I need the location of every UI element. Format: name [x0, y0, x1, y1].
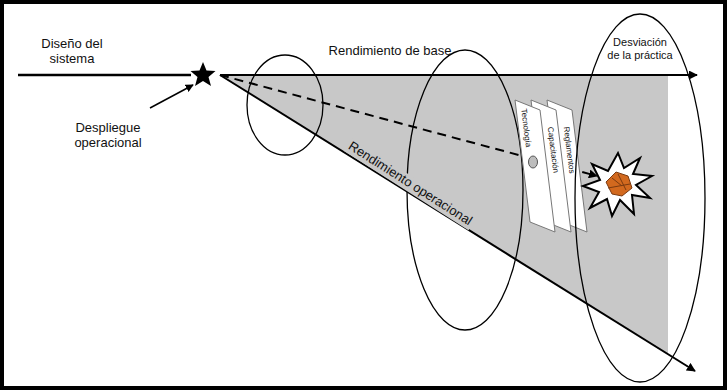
deployment-label: Despliegue operacional: [71, 121, 146, 151]
ellipse-outline: [574, 13, 706, 383]
deviation-ellipse: Desviación de la práctica: [574, 13, 706, 383]
wreck-detail: [608, 174, 630, 190]
baseline-arrow: [220, 74, 697, 76]
pointer-arrow: [150, 85, 193, 108]
slice-hole: [529, 156, 538, 168]
deployment-star: [191, 62, 216, 86]
deviation-label: Desviación de la práctica: [607, 36, 674, 62]
accident-burst: [583, 153, 652, 216]
baseline-label: Rendimiento de base: [329, 44, 452, 59]
stage-ellipse: [247, 55, 323, 155]
wreck: [606, 172, 632, 196]
design-line: [18, 74, 191, 77]
system-design-label: Diseño del sistema: [40, 37, 104, 67]
operational-arrow: [220, 75, 695, 371]
defence-slice: [515, 100, 555, 232]
